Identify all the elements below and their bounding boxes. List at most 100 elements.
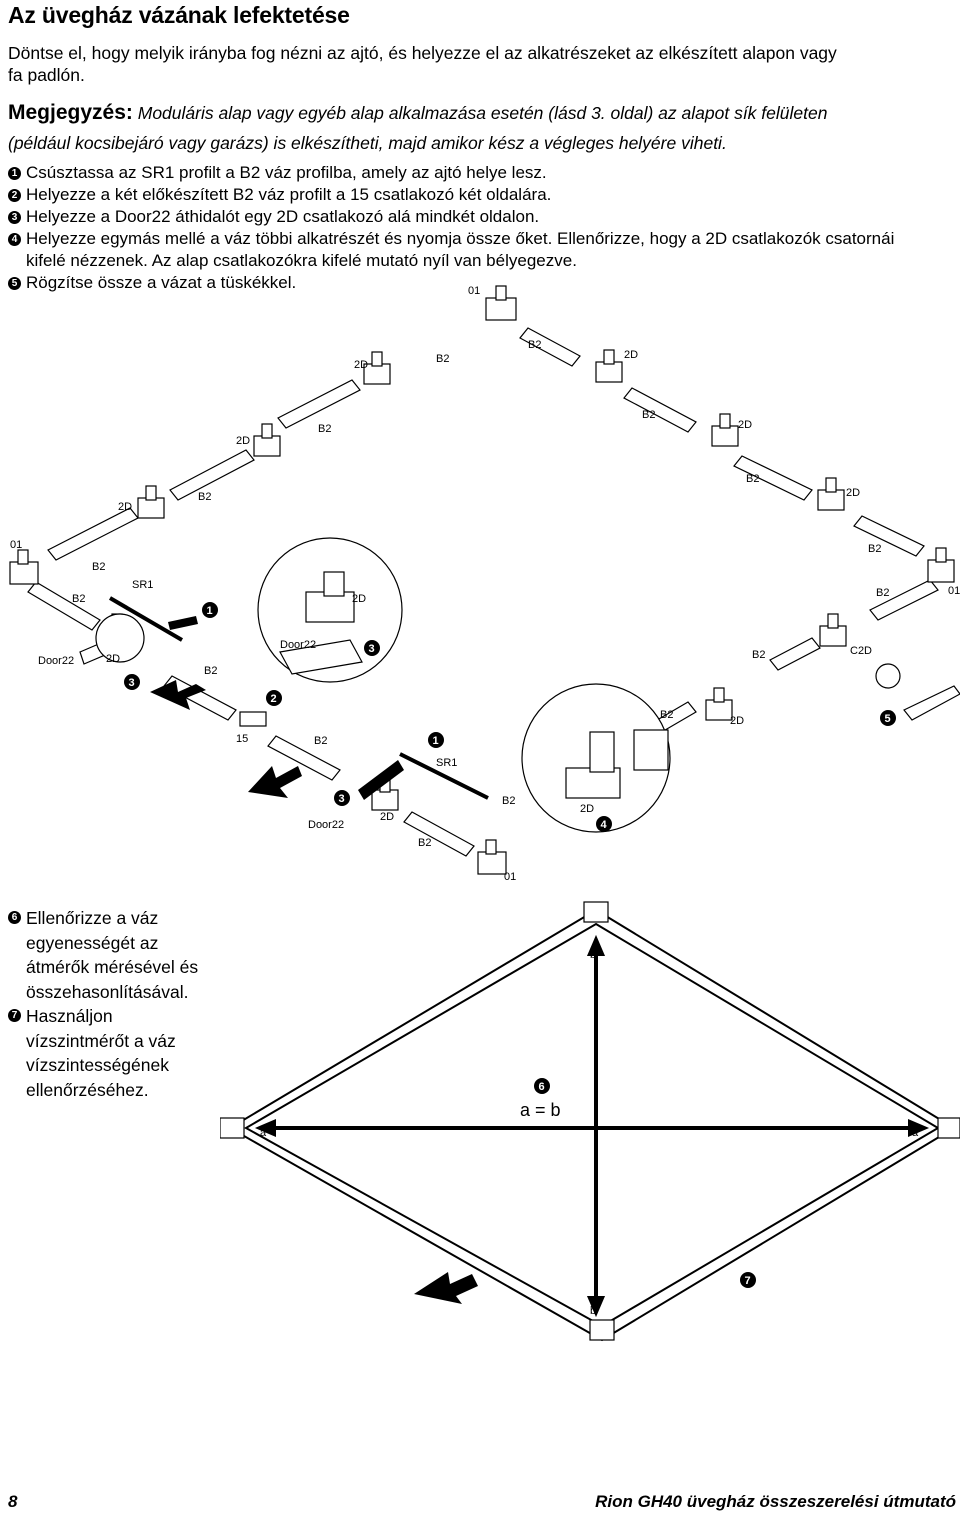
svg-text:3: 3: [129, 677, 135, 689]
corner-connector: [220, 1117, 245, 1139]
step-number-badge: 4: [8, 233, 21, 246]
check-text: átmérők mérésével és: [26, 957, 199, 977]
label-b2: B2: [72, 593, 85, 605]
label-01: 01: [948, 585, 960, 597]
direction-arrow: [150, 680, 206, 710]
check-text: egyenességét az: [26, 932, 159, 953]
label-b2: B2: [92, 561, 105, 573]
step-number-badge: 6: [8, 911, 21, 924]
direction-arrow: [248, 766, 302, 798]
label-2d: 2D: [738, 419, 752, 431]
step-marker-1: 1: [202, 602, 218, 618]
frame-profile-b2: [733, 455, 813, 501]
step-number-badge: 5: [8, 277, 21, 290]
check-text: Ellenőrizze a váz: [26, 908, 159, 928]
label-b2: B2: [660, 709, 673, 721]
label-15: 15: [236, 733, 248, 745]
frame-profile-b2: [903, 685, 960, 721]
label-2d: 2D: [580, 803, 594, 815]
label-sr1: SR1: [436, 757, 457, 769]
step-marker-6: 6: [534, 1078, 550, 1094]
step-text: Helyezze a Door22 áthidalót egy 2D csatl…: [26, 207, 540, 226]
label-b: b: [590, 1305, 596, 1317]
detail-callout: [95, 613, 145, 663]
label-2d: 2D: [730, 715, 744, 727]
intro-line: fa padlón.: [8, 65, 85, 85]
label-door22: Door22: [280, 639, 316, 651]
step-marker-3: 3: [334, 790, 350, 806]
connector-2d: [705, 687, 733, 721]
frame-outline-inner: [243, 922, 940, 1328]
label-2d: 2D: [624, 349, 638, 361]
check-text: vízszintmérőt a váz: [26, 1030, 176, 1051]
connector-15: [239, 711, 267, 727]
check-text: vízszintességének: [26, 1055, 169, 1075]
label-01: 01: [10, 539, 22, 551]
step-marker-4: 4: [596, 816, 612, 832]
step-number-badge: 1: [8, 167, 21, 180]
detail-callout: [875, 663, 901, 689]
corner-connector: [937, 1117, 960, 1139]
connector-2d: [363, 351, 391, 385]
frame-profile-b2: [267, 735, 341, 781]
frame-profile-b2: [27, 581, 101, 631]
svg-text:6: 6: [539, 1081, 545, 1093]
svg-text:3: 3: [339, 793, 345, 805]
frame-profile-b2: [163, 675, 237, 721]
label-b2: B2: [314, 735, 327, 747]
connector-01: [477, 839, 507, 875]
frame-profile-b2: [853, 515, 925, 557]
direction-arrow: [414, 1272, 478, 1304]
label-b2: B2: [528, 339, 541, 351]
step-marker-1: 1: [428, 732, 444, 748]
label-2d: 2D: [236, 435, 250, 447]
page-title: Az üvegház vázának lefektetése: [8, 2, 350, 28]
label-equation: a = b: [520, 1100, 561, 1120]
label-b2: B2: [436, 353, 449, 365]
intro-text: Döntse el, hogy melyik irányba fog nézni…: [8, 42, 952, 86]
direction-arrow: [358, 760, 404, 800]
note: Megjegyzés: Moduláris alap vagy egyéb al…: [8, 98, 952, 158]
frame-outline: [228, 908, 956, 1342]
label-2d: 2D: [354, 359, 368, 371]
step-text: Helyezze egymás mellé a váz többi alkatr…: [26, 229, 895, 248]
frame-profile-b2: [623, 387, 697, 433]
label-b2: B2: [642, 409, 655, 421]
label-a: a: [260, 1127, 267, 1139]
svg-text:5: 5: [885, 713, 891, 725]
label-a: a: [912, 1127, 919, 1139]
svg-text:2: 2: [271, 693, 277, 705]
step-text: Csúsztassa az SR1 profilt a B2 váz profi…: [26, 163, 547, 182]
label-sr1: SR1: [132, 579, 153, 591]
frame-profile-b2: [169, 449, 255, 501]
label-b2: B2: [418, 837, 431, 849]
step-text: kifelé nézzenek. Az alap csatlakozókra k…: [26, 251, 577, 270]
label-b2: B2: [204, 665, 217, 677]
connector-2d: [711, 413, 739, 447]
connector-01: [927, 547, 955, 583]
connector-2d: [137, 485, 165, 519]
check-6: 6 Ellenőrizze a váz egyenességét az átmé…: [8, 906, 218, 1004]
document-title: Rion GH40 üvegház összeszerelési útmutat…: [595, 1492, 956, 1511]
step-marker-3: 3: [124, 674, 140, 690]
check-text: Használjon: [26, 1006, 113, 1026]
note-text: Moduláris alap vagy egyéb alap alkalmazá…: [137, 103, 828, 123]
svg-text:3: 3: [369, 643, 375, 655]
label-b2: B2: [502, 795, 515, 807]
check-instructions: 6 Ellenőrizze a váz egyenességét az átmé…: [8, 906, 218, 1102]
label-2d: 2D: [352, 593, 366, 605]
svg-text:1: 1: [207, 605, 213, 617]
frame-squareness-diagram: a a b b a = b 6 7: [220, 901, 960, 1342]
label-b2: B2: [876, 587, 889, 599]
label-b2: B2: [752, 649, 765, 661]
connector-2d: [819, 613, 847, 647]
frame-profile-b2: [519, 327, 581, 367]
label-2d: 2D: [106, 653, 120, 665]
label-b: b: [590, 949, 596, 961]
frame-profile-b2: [403, 811, 475, 857]
corner-connector: [589, 1319, 615, 1341]
label-01: 01: [468, 285, 480, 297]
svg-text:7: 7: [745, 1275, 751, 1287]
connector-2d: [595, 349, 623, 383]
